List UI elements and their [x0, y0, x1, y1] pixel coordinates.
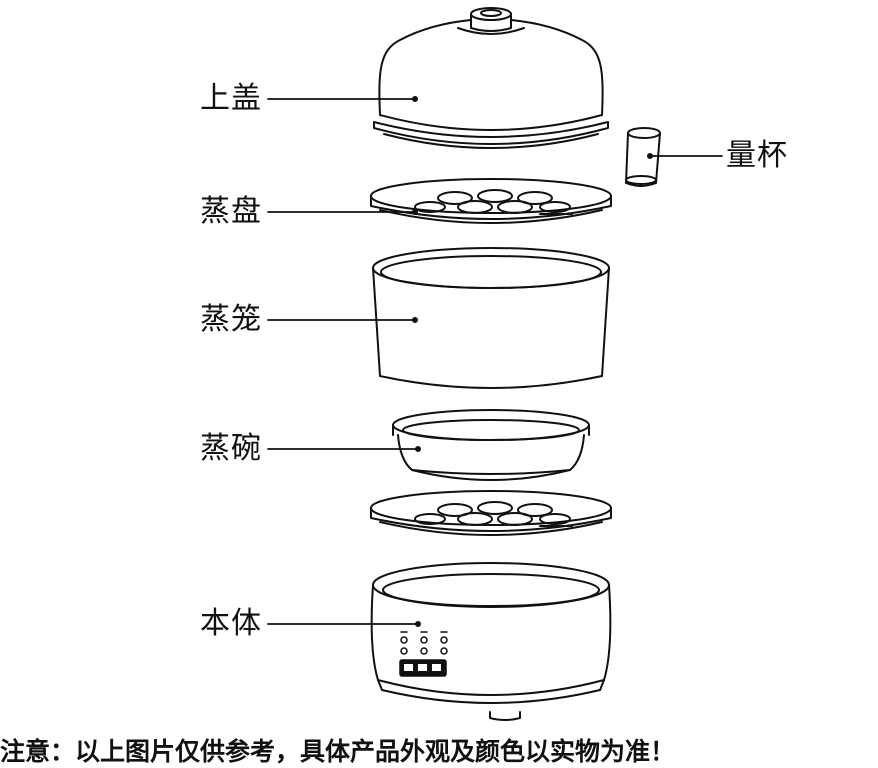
label-tray: 蒸盘	[200, 194, 262, 229]
label-lid: 上盖	[200, 81, 262, 116]
label-bowl: 蒸碗	[200, 431, 262, 466]
label-cup: 量杯	[726, 138, 788, 173]
lid-part	[373, 7, 609, 149]
main-body-part	[370, 562, 612, 721]
steam-tray-upper-part	[370, 178, 612, 224]
steam-bowl-part	[392, 409, 590, 481]
control-panel	[399, 631, 448, 677]
measuring-cup-part	[625, 127, 661, 187]
label-body: 本体	[200, 606, 262, 641]
steam-basket-part	[372, 247, 610, 389]
leader-lines	[267, 98, 723, 625]
steam-tray-lower-part	[370, 490, 612, 536]
disclaimer-notice: 注意：以上图片仅供参考，具体产品外观及颜色以实物为准！	[0, 737, 676, 766]
label-basket: 蒸笼	[200, 302, 262, 337]
